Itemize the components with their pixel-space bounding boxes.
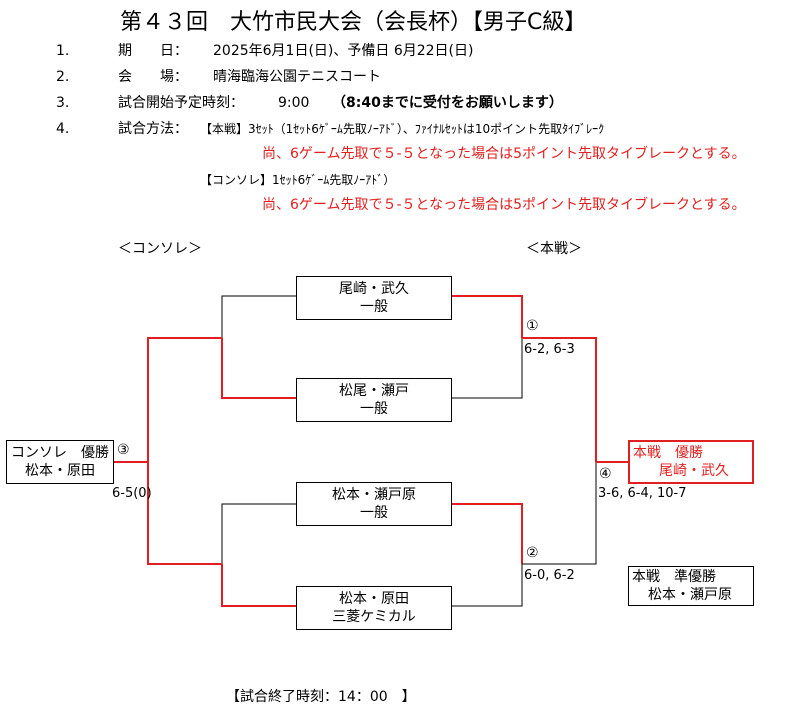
cons-line-team1	[221, 295, 296, 338]
line-match1-to-final	[522, 337, 597, 462]
line-team2	[452, 338, 523, 399]
line-match2-to-final	[522, 462, 597, 565]
line-team3-winner	[452, 503, 523, 564]
team-names: 尾崎・武久	[339, 281, 409, 297]
team-box-1: 尾崎・武久 一般	[296, 276, 452, 320]
end-time: 【試合終了時刻：14：00 】	[226, 689, 416, 705]
main-draw-rule: 【本戦】3ｾｯﾄ（1ｾｯﾄ6ｹﾞｰﾑ先取ﾉｰｱﾄﾞ）、ﾌｧｲﾅﾙｾｯﾄは10ポイ…	[200, 122, 605, 136]
start-time: 9:00	[278, 95, 310, 111]
runner-up-box: 本戦 準優勝 松本・瀬戸原	[628, 566, 754, 606]
team-box-2: 松尾・瀬戸 一般	[296, 378, 452, 422]
team-names: 松本・瀬戸原	[332, 487, 416, 503]
match-4-label: ④	[599, 466, 612, 482]
match-3-label: ③	[117, 442, 130, 458]
match-1-label: ①	[526, 318, 539, 334]
team-names: 松本・原田	[339, 591, 409, 607]
team-club: 三菱ケミカル	[332, 609, 416, 625]
cons-line-team4-winner	[221, 564, 296, 607]
item-number-method: 4.	[56, 121, 70, 137]
consolation-tiebreak-note: 尚、6ゲーム先取で５-５となった場合は5ポイント先取タイブレークとする。	[262, 197, 746, 213]
venue-value: 晴海臨海公園テニスコート	[213, 69, 381, 85]
start-label: 試合開始予定時刻：	[118, 95, 244, 111]
date-label: 期 日：	[118, 43, 188, 59]
runner-up-names: 松本・瀬戸原	[648, 587, 732, 603]
cons-line-semi1	[147, 337, 222, 462]
team-club: 一般	[360, 401, 388, 417]
team-club: 一般	[360, 505, 388, 521]
line-team4	[452, 564, 523, 607]
team-box-3: 松本・瀬戸原 一般	[296, 482, 452, 526]
checkin-note: （8:40までに受付をお願いします）	[332, 95, 563, 111]
method-label: 試合方法：	[118, 121, 188, 137]
match-3-score: 6-5(0)	[112, 486, 152, 501]
runner-up-title: 本戦 準優勝	[632, 569, 716, 585]
cons-line-semi2	[147, 462, 222, 565]
team-club: 一般	[360, 299, 388, 315]
match-2-score: 6-0, 6-2	[524, 568, 575, 583]
venue-label: 会 場：	[118, 69, 188, 85]
line-team1-winner	[452, 295, 523, 338]
match-1-score: 6-2, 6-3	[524, 342, 575, 357]
match-4-score: 3-6, 6-4, 10-7	[598, 486, 687, 501]
main-winner-box: 本戦 優勝 尾崎・武久	[628, 440, 754, 484]
main-tiebreak-note: 尚、6ゲーム先取で５-５となった場合は5ポイント先取タイブレークとする。	[262, 146, 746, 162]
consolation-header: ＜コンソレ＞	[118, 241, 202, 257]
cons-line-team3	[221, 503, 296, 564]
cons-line-team2-winner	[221, 338, 296, 399]
item-number-venue: 2.	[56, 69, 70, 85]
team-box-4: 松本・原田 三菱ケミカル	[296, 586, 452, 630]
page-title: 第４３回 大竹市民大会（会長杯）【男子C級】	[120, 10, 587, 35]
item-number-start: 3.	[56, 95, 70, 111]
consolation-winner-title: コンソレ 優勝	[11, 445, 109, 461]
consolation-rule: 【コンソレ】1ｾｯﾄ6ｹﾞｰﾑ先取ﾉｰｱﾄﾞ）	[200, 173, 396, 187]
main-draw-header: ＜本戦＞	[526, 241, 582, 257]
main-winner-title: 本戦 優勝	[633, 445, 703, 461]
item-number-date: 1.	[56, 43, 70, 59]
match-2-label: ②	[526, 545, 539, 561]
consolation-winner-names: 松本・原田	[25, 463, 95, 479]
date-value: 2025年6月1日(日)、予備日 6月22日(日)	[213, 43, 474, 59]
team-names: 松尾・瀬戸	[339, 383, 409, 399]
consolation-winner-box: コンソレ 優勝 松本・原田	[6, 440, 114, 484]
main-winner-names: 尾崎・武久	[659, 463, 729, 479]
